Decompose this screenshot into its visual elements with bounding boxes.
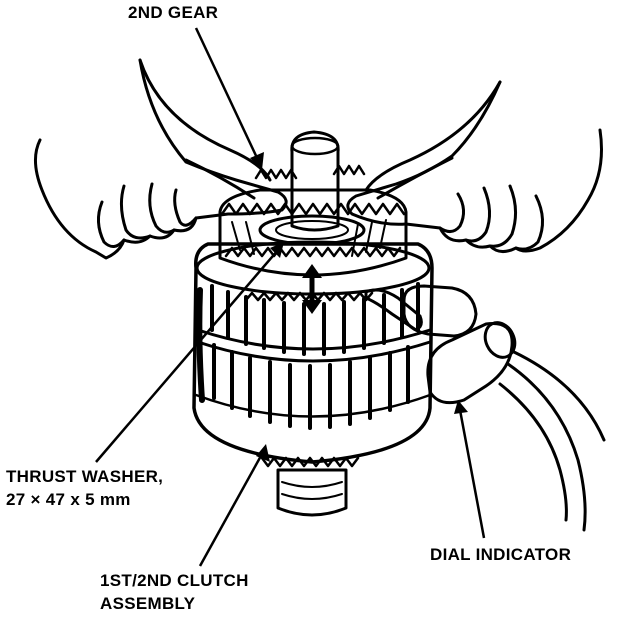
dial-indicator-label: DIAL INDICATOR — [430, 545, 572, 564]
clutch-assembly-label-line2: ASSEMBLY — [100, 594, 196, 613]
thrust-washer-label-line1: THRUST WASHER, — [6, 467, 164, 486]
clutch-drum — [192, 240, 434, 517]
leader-lines — [95, 27, 486, 567]
second-gear-label: 2ND GEAR — [128, 3, 219, 22]
thrust-washer — [258, 214, 366, 246]
hands — [34, 58, 603, 260]
dial-indicator-tool — [364, 284, 606, 532]
clutch-assembly-label-line1: 1ST/2ND CLUTCH — [100, 571, 249, 590]
axial-play-arrow — [302, 264, 322, 314]
second-gear-body — [218, 164, 408, 302]
shaft — [290, 130, 340, 232]
thrust-washer-label-line2: 27 × 47 x 5 mm — [6, 490, 131, 509]
